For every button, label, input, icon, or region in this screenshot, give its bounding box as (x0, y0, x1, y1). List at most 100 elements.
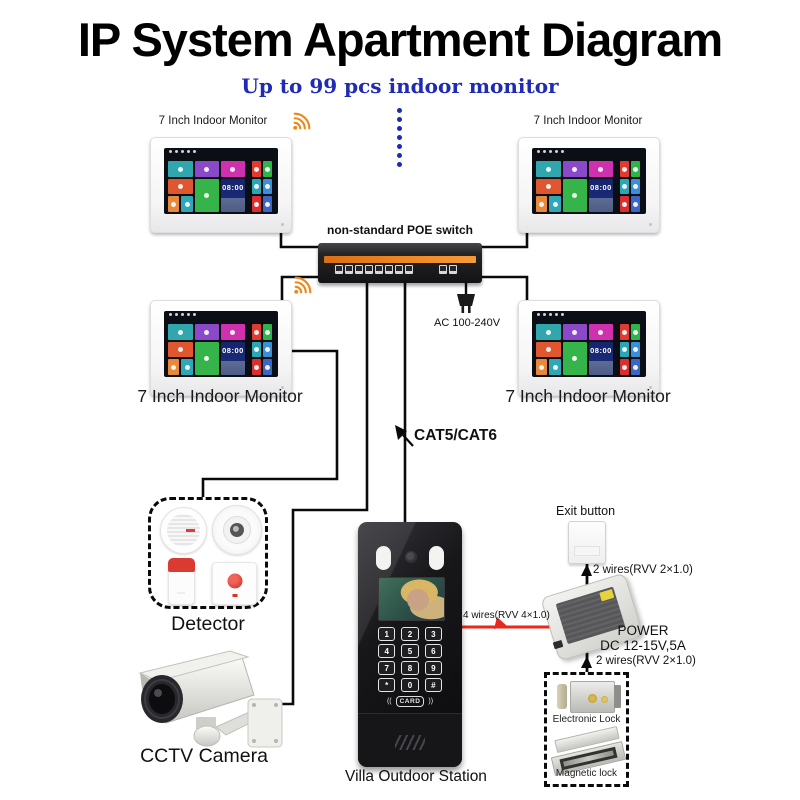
gas-detector-icon (168, 558, 195, 605)
wire2b-arrow-icon (581, 656, 592, 668)
station-light-left (376, 546, 391, 570)
screen-tile (262, 161, 273, 178)
wifi-icon (294, 276, 312, 294)
cctv-camera-label: CCTV Camera (140, 745, 268, 767)
dot-icon (397, 117, 402, 122)
screen-tile (549, 196, 562, 212)
screen-clock-text: 08:00 (590, 182, 612, 192)
wave-right-icon: )) (428, 698, 434, 705)
screen-tile (251, 359, 262, 375)
screen-tile (262, 342, 273, 358)
power-supply-jack (552, 639, 564, 650)
screen-tile (562, 324, 587, 341)
monitor-screen: 08:00 (532, 311, 646, 377)
electronic-lock-label: Electronic Lock (552, 714, 621, 725)
screen-clock-tile: 08:00 (589, 179, 613, 213)
screen-tile (535, 342, 562, 358)
screen-tile (181, 196, 194, 212)
monitor-count-dots (397, 108, 402, 167)
station-light-right (429, 546, 444, 570)
screen-tile (619, 359, 630, 375)
ethernet-port-icon (395, 265, 403, 274)
screen-tile (535, 359, 548, 375)
dot-icon (397, 153, 402, 158)
indoor-monitor-mid-right: 08:00 (518, 300, 660, 396)
screen-tile (251, 196, 262, 212)
screen-tile (251, 161, 262, 178)
keypad-key: 6 (424, 644, 442, 658)
screen-clock-text: 08:00 (222, 182, 244, 192)
poe-switch-label: non-standard POE switch (326, 223, 473, 237)
screen-tile (535, 179, 562, 195)
ethernet-port-icon (375, 265, 383, 274)
screen-tile (194, 324, 219, 341)
switch-ports-main (335, 265, 413, 274)
screen-status-icons (168, 312, 196, 316)
screen-tile (167, 179, 194, 195)
ac-power-label: AC 100-240V (434, 317, 501, 329)
screen-tile (251, 324, 262, 341)
electronic-lock-cylinder (557, 684, 567, 709)
cat5-arrow-icon (395, 425, 407, 440)
electronic-lock-body (570, 681, 615, 713)
screen-tile (194, 161, 219, 178)
keypad-key: 8 (401, 661, 419, 675)
screen-tile (630, 161, 641, 178)
wifi-icon (293, 112, 311, 130)
wire2a-arrow-icon (581, 564, 592, 576)
screen-tile (630, 324, 641, 341)
cctv-camera (138, 650, 283, 748)
dot-icon (397, 144, 402, 149)
screen-tile (562, 179, 587, 213)
detector-group (148, 497, 268, 609)
station-card-reader: (( CARD )) (358, 696, 462, 707)
switch-ports-uplink (439, 265, 457, 274)
screen-tile (221, 161, 245, 178)
indoor-monitor-mid-left: 08:00 (150, 300, 292, 396)
monitor-label-mid-right: 7 Inch Indoor Monitor (505, 386, 671, 406)
panic-button-icon (212, 562, 257, 605)
smoke-detector-icon (212, 505, 262, 555)
magnetic-lock (550, 725, 627, 776)
screen-tile (262, 196, 273, 212)
screen-tile (535, 161, 562, 178)
screen-tile (167, 196, 180, 212)
dot-icon (397, 126, 402, 131)
indoor-monitor-top-right: 08:00 (518, 137, 660, 233)
electronic-lock (557, 680, 621, 713)
keypad-key: 4 (378, 644, 396, 658)
electronic-lock-cap (614, 685, 621, 708)
screen-clock-tile: 08:00 (221, 342, 245, 376)
screen-tile (194, 342, 219, 376)
ethernet-port-icon (355, 265, 363, 274)
dot-icon (397, 162, 402, 167)
locks-group: Electronic Lock Magnetic lock (544, 672, 629, 787)
screen-tile (262, 324, 273, 341)
ethernet-port-icon (385, 265, 393, 274)
station-speaker-grille (395, 735, 425, 750)
screen-tile (630, 359, 641, 375)
screen-tile (589, 161, 613, 178)
screen-tile (589, 324, 613, 341)
ethernet-port-icon (449, 265, 457, 274)
keypad-key: 3 (424, 627, 442, 641)
page-title: IP System Apartment Diagram (77, 13, 723, 66)
dot-icon (397, 135, 402, 140)
screen-tile (262, 359, 273, 375)
keypad-key: 0 (401, 678, 419, 692)
screen-tile (221, 324, 245, 341)
ethernet-port-icon (345, 265, 353, 274)
screen-tile (630, 342, 641, 358)
screen-tile (535, 196, 548, 212)
magnetic-lock-label: Magnetic lock (555, 768, 618, 779)
power-plug-icon (457, 294, 475, 313)
keypad-key: 5 (401, 644, 419, 658)
keypad-key: * (378, 678, 396, 692)
ethernet-port-icon (365, 265, 373, 274)
ethernet-port-icon (335, 265, 343, 274)
poe-switch (318, 243, 482, 283)
screen-tile (167, 359, 180, 375)
screen-clock-text: 08:00 (590, 345, 612, 355)
keypad-key: # (424, 678, 442, 692)
